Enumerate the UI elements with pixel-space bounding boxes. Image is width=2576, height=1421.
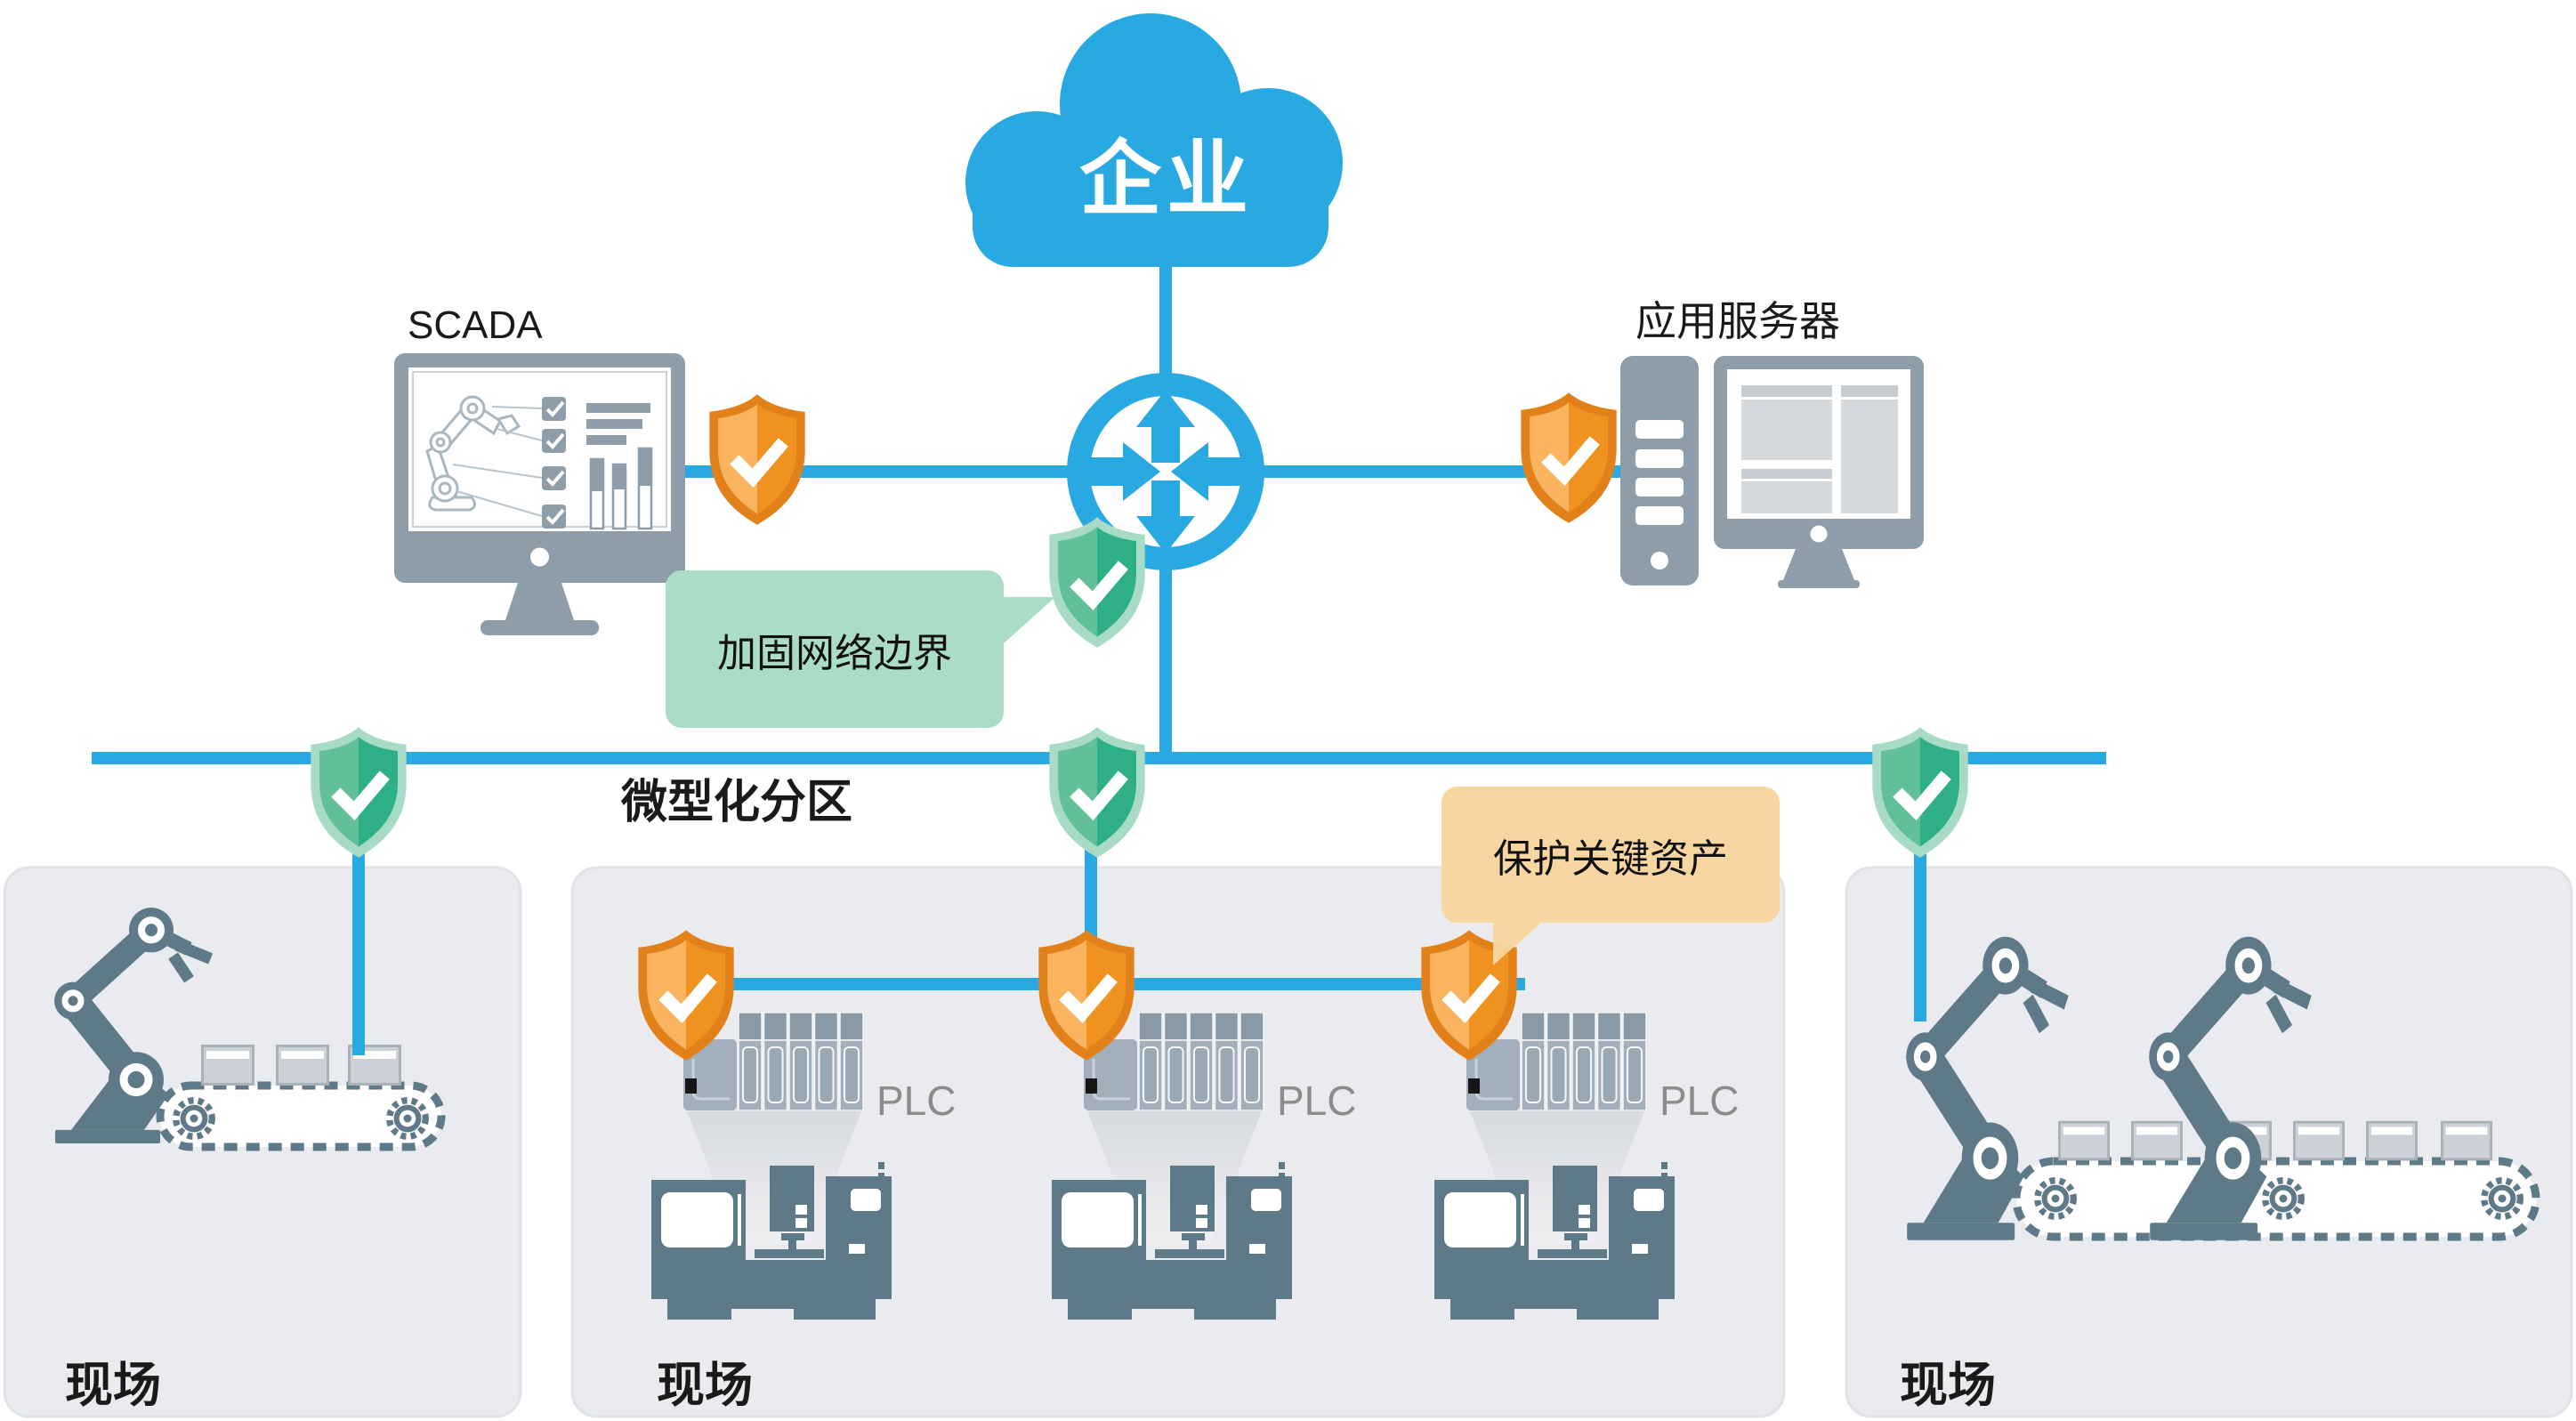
shield-check-icon-perimeter: [1049, 517, 1144, 647]
crate-icon: [2131, 1120, 2183, 1161]
screen-robot-art: [425, 395, 521, 512]
screen-checklist: [542, 397, 566, 529]
screen-text-bars: [586, 403, 650, 445]
plc-label-2: PLC: [1277, 1078, 1357, 1124]
scada-label: SCADA: [408, 303, 543, 347]
cloud-label: 企业: [1078, 134, 1254, 225]
callout-harden-perimeter-text: 加固网络边界: [717, 631, 952, 675]
crate-icon: [2366, 1120, 2418, 1161]
callout-protect-assets-text: 保护关键资产: [1493, 836, 1728, 881]
crate-icon: [201, 1045, 254, 1086]
shield-check-icon-server: [1521, 392, 1616, 522]
callout-harden-perimeter: 加固网络边界: [666, 570, 1055, 728]
crate-icon: [2441, 1120, 2492, 1161]
router-icon: [1067, 373, 1264, 570]
zone-label-middle: 现场: [657, 1359, 753, 1412]
server-monitor-icon: [1714, 356, 1924, 588]
zone-label-right: 现场: [1900, 1359, 1996, 1412]
crate-icon: [276, 1045, 329, 1086]
plc-label-3: PLC: [1659, 1078, 1740, 1124]
shield-check-icon-segment-center: [1049, 727, 1144, 857]
shield-check-icon-scada: [709, 394, 804, 524]
scada-monitor-icon: [394, 353, 685, 635]
crate-icon: [2293, 1120, 2345, 1161]
shield-check-icon-segment-left: [311, 727, 406, 857]
conveyor-belt-icon: [156, 1081, 446, 1151]
zone-left-contents: [54, 844, 446, 1151]
callout-protect-assets: 保护关键资产: [1441, 787, 1780, 965]
shield-check-icon-segment-right: [1872, 727, 1967, 857]
app-server-label: 应用服务器: [1635, 298, 1840, 344]
zone-right-contents: [1906, 844, 2540, 1240]
segmentation-label: 微型化分区: [621, 777, 853, 828]
cloud-icon: [965, 13, 1343, 267]
screen-callout-lines: [452, 406, 543, 517]
zone-label-left: 现场: [65, 1359, 161, 1412]
plc-label-1: PLC: [876, 1078, 957, 1124]
screen-bar-chart: [589, 447, 653, 530]
server-tower-icon: [1620, 356, 1924, 588]
crate-icon: [2058, 1120, 2110, 1161]
